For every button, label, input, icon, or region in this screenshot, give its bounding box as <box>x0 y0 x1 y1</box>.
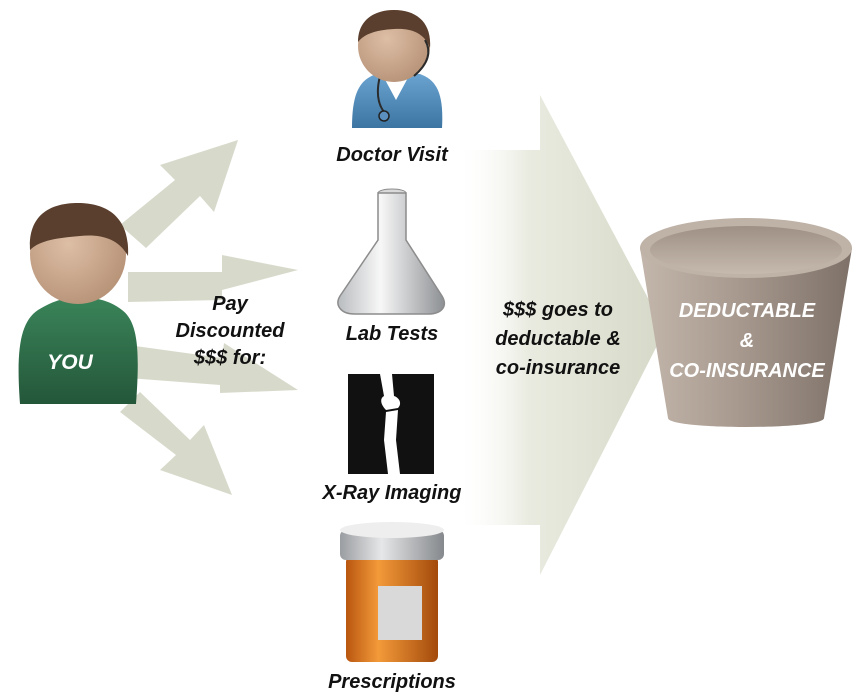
person-you-icon <box>18 203 138 404</box>
arrow-to-lab <box>128 255 298 302</box>
flow-arrow <box>455 95 665 575</box>
hair <box>29 203 129 256</box>
person-label: YOU <box>47 351 93 374</box>
flow-line-2: deductable & <box>495 328 621 350</box>
flow-label: $$$ goes to deductable & co-insurance <box>478 296 638 383</box>
arrow-to-doctor <box>120 140 238 248</box>
xray-icon <box>348 374 434 474</box>
service-label-doctor-visit: Doctor Visit <box>336 144 448 166</box>
service-label-xray-imaging: X-Ray Imaging <box>322 482 462 504</box>
fan-arrows <box>120 140 298 495</box>
pill-bottle-icon <box>340 522 444 662</box>
service-label-lab-tests: Lab Tests <box>345 323 439 345</box>
doctor-icon <box>352 10 443 128</box>
pay-discounted-label: Pay Discounted $$$ for: <box>160 291 300 372</box>
arrow-to-prescriptions <box>120 392 232 495</box>
flask-icon <box>337 188 446 315</box>
pay-line-3: $$$ for: <box>193 347 267 369</box>
pay-line-1: Pay <box>212 293 248 315</box>
shirt-shape <box>18 297 138 404</box>
bucket-line-1: DEDUCTABLE <box>678 300 816 322</box>
service-label-prescriptions: Prescriptions <box>328 671 456 693</box>
flow-line-1: $$$ goes to <box>502 299 614 321</box>
flow-line-3: co-insurance <box>495 357 621 379</box>
arrow-to-xray <box>128 343 298 393</box>
bucket-line-2: & <box>739 330 755 352</box>
bucket-line-3: CO-INSURANCE <box>669 360 825 382</box>
bucket-label: DEDUCTABLE & CO-INSURANCE <box>652 296 842 386</box>
bucket-icon <box>640 218 852 427</box>
pay-line-2: Discounted <box>175 320 285 342</box>
